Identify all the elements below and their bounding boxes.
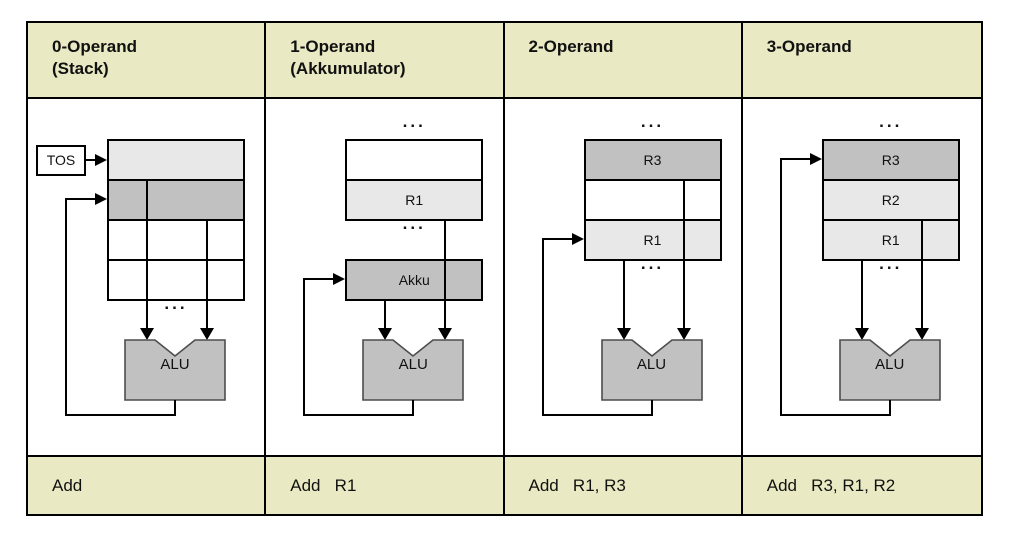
instruction-text: Add R1, R3 <box>528 475 626 495</box>
isa-comparison-table: 0-Operand (Stack) 1-Operand (Akkumulator… <box>26 21 983 516</box>
register-cell-empty <box>583 179 722 221</box>
column-title: 3-Operand <box>766 37 852 56</box>
diagram-2-operand: ... R3 R1 ... ALU <box>504 99 743 455</box>
instruction-cell-2-operand: Add R1, R3 <box>504 455 743 514</box>
stack-cell-tos <box>107 139 245 181</box>
register-cell-r3: R3 <box>583 139 722 181</box>
column-title: 1-Operand <box>290 37 376 56</box>
instruction-text: Add R1 <box>290 475 357 495</box>
ellipsis-top: ... <box>402 112 426 131</box>
instruction-text: Add R3, R1, R2 <box>766 475 896 495</box>
instruction-text: Add <box>52 475 83 495</box>
header-2-operand: 2-Operand <box>504 23 743 99</box>
register-cell-r3: R3 <box>821 139 960 181</box>
ellipsis-bottom: ... <box>640 254 665 273</box>
header-3-operand: 3-Operand <box>742 23 981 99</box>
header-1-operand: 1-Operand (Akkumulator) <box>266 23 505 99</box>
column-subtitle: (Akkumulator) <box>290 59 406 79</box>
diagram-3-operand: ... R3 R2 R1 ... ALU <box>742 99 981 455</box>
diagram-akkumulator: ... R1 ... Akku ALU <box>266 99 505 455</box>
ellipsis-bottom: ... <box>164 294 188 313</box>
ellipsis-top: ... <box>879 112 903 131</box>
diagram-stack: TOS ... ALU <box>28 99 267 455</box>
tos-register-pointer-box: TOS <box>36 145 86 176</box>
ellipsis-bottom: ... <box>879 254 903 273</box>
column-title: 0-Operand <box>52 37 138 56</box>
instruction-cell-1-operand: Add R1 <box>266 455 505 514</box>
stack-cell-3 <box>107 219 245 261</box>
alu-label: ALU <box>875 356 905 373</box>
alu-label: ALU <box>636 356 667 373</box>
tos-label: TOS <box>46 152 76 168</box>
alu-label: ALU <box>398 356 428 373</box>
ellipsis-middle: ... <box>402 214 426 233</box>
register-cell-akku: Akku <box>345 259 484 301</box>
column-title: 2-Operand <box>528 37 614 56</box>
register-cell-empty <box>345 139 484 181</box>
column-subtitle: (Stack) <box>52 59 109 79</box>
alu-label: ALU <box>160 356 190 373</box>
tos-arrow <box>86 154 107 166</box>
register-cell-r2: R2 <box>821 179 960 221</box>
header-0-operand: 0-Operand (Stack) <box>28 23 267 99</box>
stack-cell-second <box>107 179 245 221</box>
ellipsis-top: ... <box>640 112 665 131</box>
register-cell-r1: R1 <box>345 179 484 221</box>
instruction-cell-0-operand: Add <box>28 455 267 514</box>
instruction-cell-3-operand: Add R3, R1, R2 <box>742 455 981 514</box>
